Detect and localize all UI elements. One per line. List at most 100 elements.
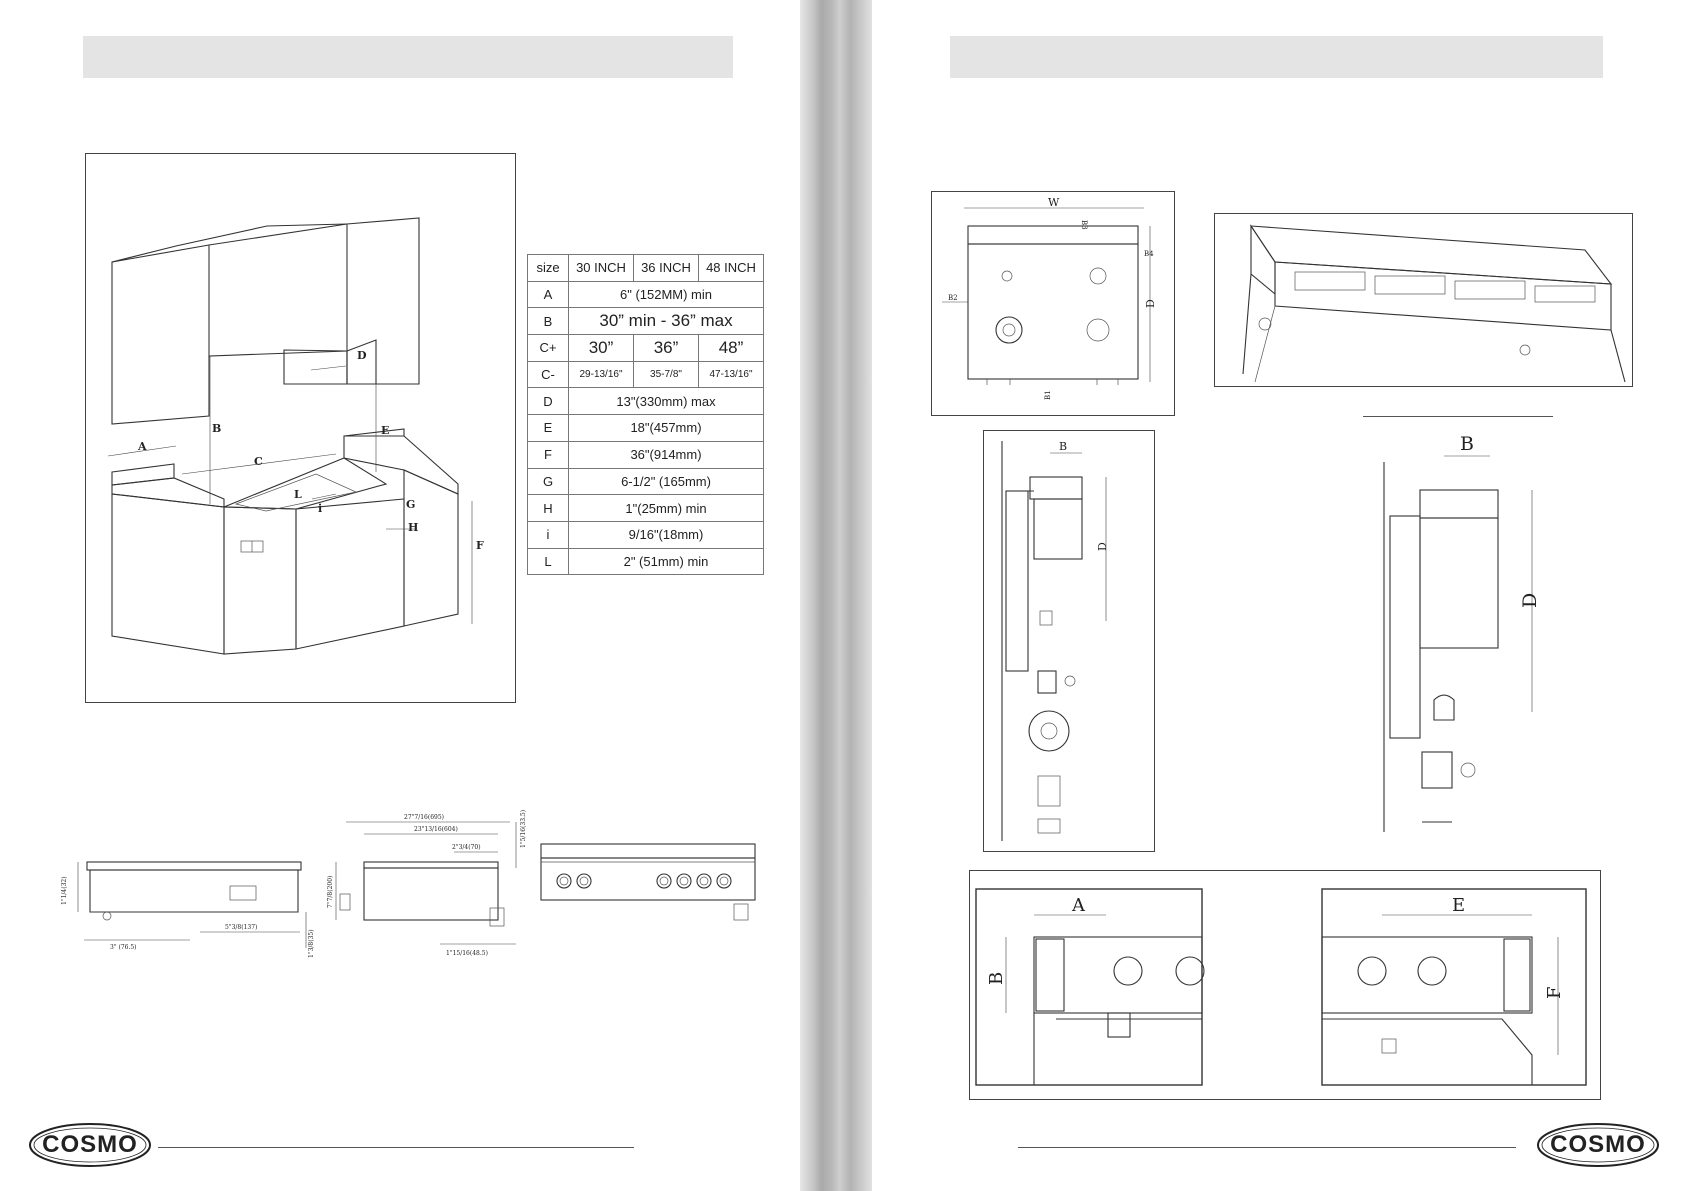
kitchen-label-a: A <box>137 440 147 453</box>
side-dim-2: 3" (76.5) <box>110 944 137 951</box>
kitchen-label-d: D <box>357 349 367 362</box>
table-header-cell: 30 INCH <box>568 254 634 282</box>
table-row: E 18"(457mm) <box>527 414 764 442</box>
side-elevation-small-frame: B D <box>983 430 1155 852</box>
table-row: B 30” min - 36” max <box>527 307 764 336</box>
cooktop-front-view: 27"7/16(695) 23"13/16(604) 2"3/4(70) 7"7… <box>327 810 527 957</box>
left-header-bar <box>83 36 733 78</box>
table-header-row: size 30 INCH 36 INCH 48 INCH <box>527 254 764 282</box>
table-header-cell: 36 INCH <box>633 254 699 282</box>
top-view-frame: W B3 B4 B2 D B1 <box>931 191 1175 416</box>
side-dim-4: 1"3/8(35) <box>308 929 315 958</box>
side-elevation-large: B D <box>1383 433 1541 832</box>
kitchen-diagram: A B C D E F G H L i <box>107 217 484 655</box>
kitchen-label-g: G <box>406 498 415 511</box>
bottom-detail-e: E F <box>1321 888 1587 1086</box>
table-row-key: C+ <box>527 334 569 362</box>
cooktop-side-view: 1"1/4(32) 3" (76.5) 5"3/8(137) 1"3/8(35) <box>61 861 315 958</box>
label-b-detail: B <box>986 972 1007 985</box>
table-row-value: 47-13/16" <box>698 360 764 389</box>
label-b2: B2 <box>948 294 958 302</box>
kitchen-label-e: E <box>381 424 389 437</box>
book-spine <box>800 0 872 1191</box>
cosmo-logo-text: COSMO <box>1550 1131 1646 1158</box>
side-dim-3: 5"3/8(137) <box>225 924 257 931</box>
section-rule <box>1363 416 1553 417</box>
cooktop-control-panel-view <box>540 843 756 921</box>
label-b-large: B <box>1460 433 1474 455</box>
label-b4: B4 <box>1144 250 1154 258</box>
table-header-cell: size <box>527 254 569 282</box>
table-row-value: 30” min - 36” max <box>568 307 764 336</box>
front-dim-6: 1"5/16(33.5) <box>520 810 527 848</box>
label-d-top: D <box>1144 299 1157 308</box>
underside-view-frame <box>1214 213 1633 387</box>
table-row-value: 6" (152MM) min <box>568 280 764 309</box>
table-row-value: 35-7/8" <box>633 360 699 389</box>
table-row-key: L <box>527 547 569 576</box>
kitchen-label-f: F <box>476 539 484 552</box>
kitchen-label-i: i <box>318 502 322 515</box>
right-page: W B3 B4 B2 D B1 <box>872 0 1684 1191</box>
table-row-key: F <box>527 440 569 469</box>
right-header-bar <box>950 36 1603 78</box>
table-row: C+ 30” 36” 48” <box>527 334 764 362</box>
table-row-value: 30” <box>568 334 634 362</box>
table-row-key: E <box>527 414 569 442</box>
table-row-value: 18"(457mm) <box>568 414 764 442</box>
side-elevation-small: B D <box>1001 440 1109 841</box>
footer-rule-right <box>1018 1147 1516 1148</box>
underside-view-diagram <box>1242 224 1626 383</box>
label-e-detail: E <box>1452 895 1465 916</box>
table-row: H 1"(25mm) min <box>527 494 764 522</box>
dimension-table: size 30 INCH 36 INCH 48 INCH A 6" (152MM… <box>527 254 764 576</box>
label-w: W <box>1048 196 1060 209</box>
table-row-value: 36” <box>633 334 699 362</box>
side-dim-1: 1"1/4(32) <box>61 876 68 905</box>
table-row-value: 29-13/16" <box>568 360 634 389</box>
table-row: F 36"(914mm) <box>527 440 764 469</box>
table-header-cell: 48 INCH <box>698 254 764 282</box>
label-d-small: D <box>1096 542 1109 551</box>
table-row-value: 9/16"(18mm) <box>568 520 764 549</box>
kitchen-label-c: C <box>254 455 263 468</box>
table-row: C- 29-13/16" 35-7/8" 47-13/16" <box>527 360 764 389</box>
table-row: L 2" (51mm) min <box>527 547 764 576</box>
table-row-key: B <box>527 307 569 336</box>
table-row-value: 36"(914mm) <box>568 440 764 469</box>
cosmo-logo-left: COSMO <box>28 1122 152 1168</box>
table-row: D 13"(330mm) max <box>527 387 764 416</box>
kitchen-label-b: B <box>212 422 221 435</box>
label-d-large: D <box>1519 593 1541 608</box>
kitchen-diagram-frame: A B C D E F G H L i <box>85 153 516 703</box>
cosmo-logo-right: COSMO <box>1536 1122 1660 1168</box>
table-row: A 6" (152MM) min <box>527 280 764 309</box>
table-row: G 6-1/2" (165mm) <box>527 467 764 496</box>
front-dim-4: 7"7/8(200) <box>327 876 334 908</box>
table-row-value: 48” <box>698 334 764 362</box>
table-row-key: H <box>527 494 569 522</box>
top-view-diagram: W B3 B4 B2 D B1 <box>942 196 1157 400</box>
kitchen-label-h: H <box>408 521 418 534</box>
bottom-detail-frame: A B E F <box>969 870 1601 1100</box>
table-row-key: A <box>527 280 569 309</box>
label-b3: B3 <box>1080 220 1088 230</box>
table-row-value: 2" (51mm) min <box>568 547 764 576</box>
table-row-key: G <box>527 467 569 496</box>
front-dim-1: 27"7/16(695) <box>404 814 444 821</box>
front-dim-2: 23"13/16(604) <box>414 826 458 833</box>
label-b1: B1 <box>1044 390 1052 400</box>
bottom-detail-a: A B <box>975 888 1205 1086</box>
table-row-value: 6-1/2" (165mm) <box>568 467 764 496</box>
cosmo-logo-text: COSMO <box>42 1131 138 1158</box>
label-b-small: B <box>1059 440 1067 453</box>
left-page: A B C D E F G H L i size 30 INCH 36 INCH… <box>0 0 800 1191</box>
table-row-value: 13"(330mm) max <box>568 387 764 416</box>
table-row-key: i <box>527 520 569 549</box>
label-a-detail: A <box>1071 895 1086 916</box>
table-row-key: D <box>527 387 569 416</box>
footer-rule-left <box>158 1147 634 1148</box>
front-dim-3: 2"3/4(70) <box>452 844 481 851</box>
table-row: i 9/16"(18mm) <box>527 520 764 549</box>
front-dim-5: 1"15/16(48.5) <box>446 950 488 957</box>
